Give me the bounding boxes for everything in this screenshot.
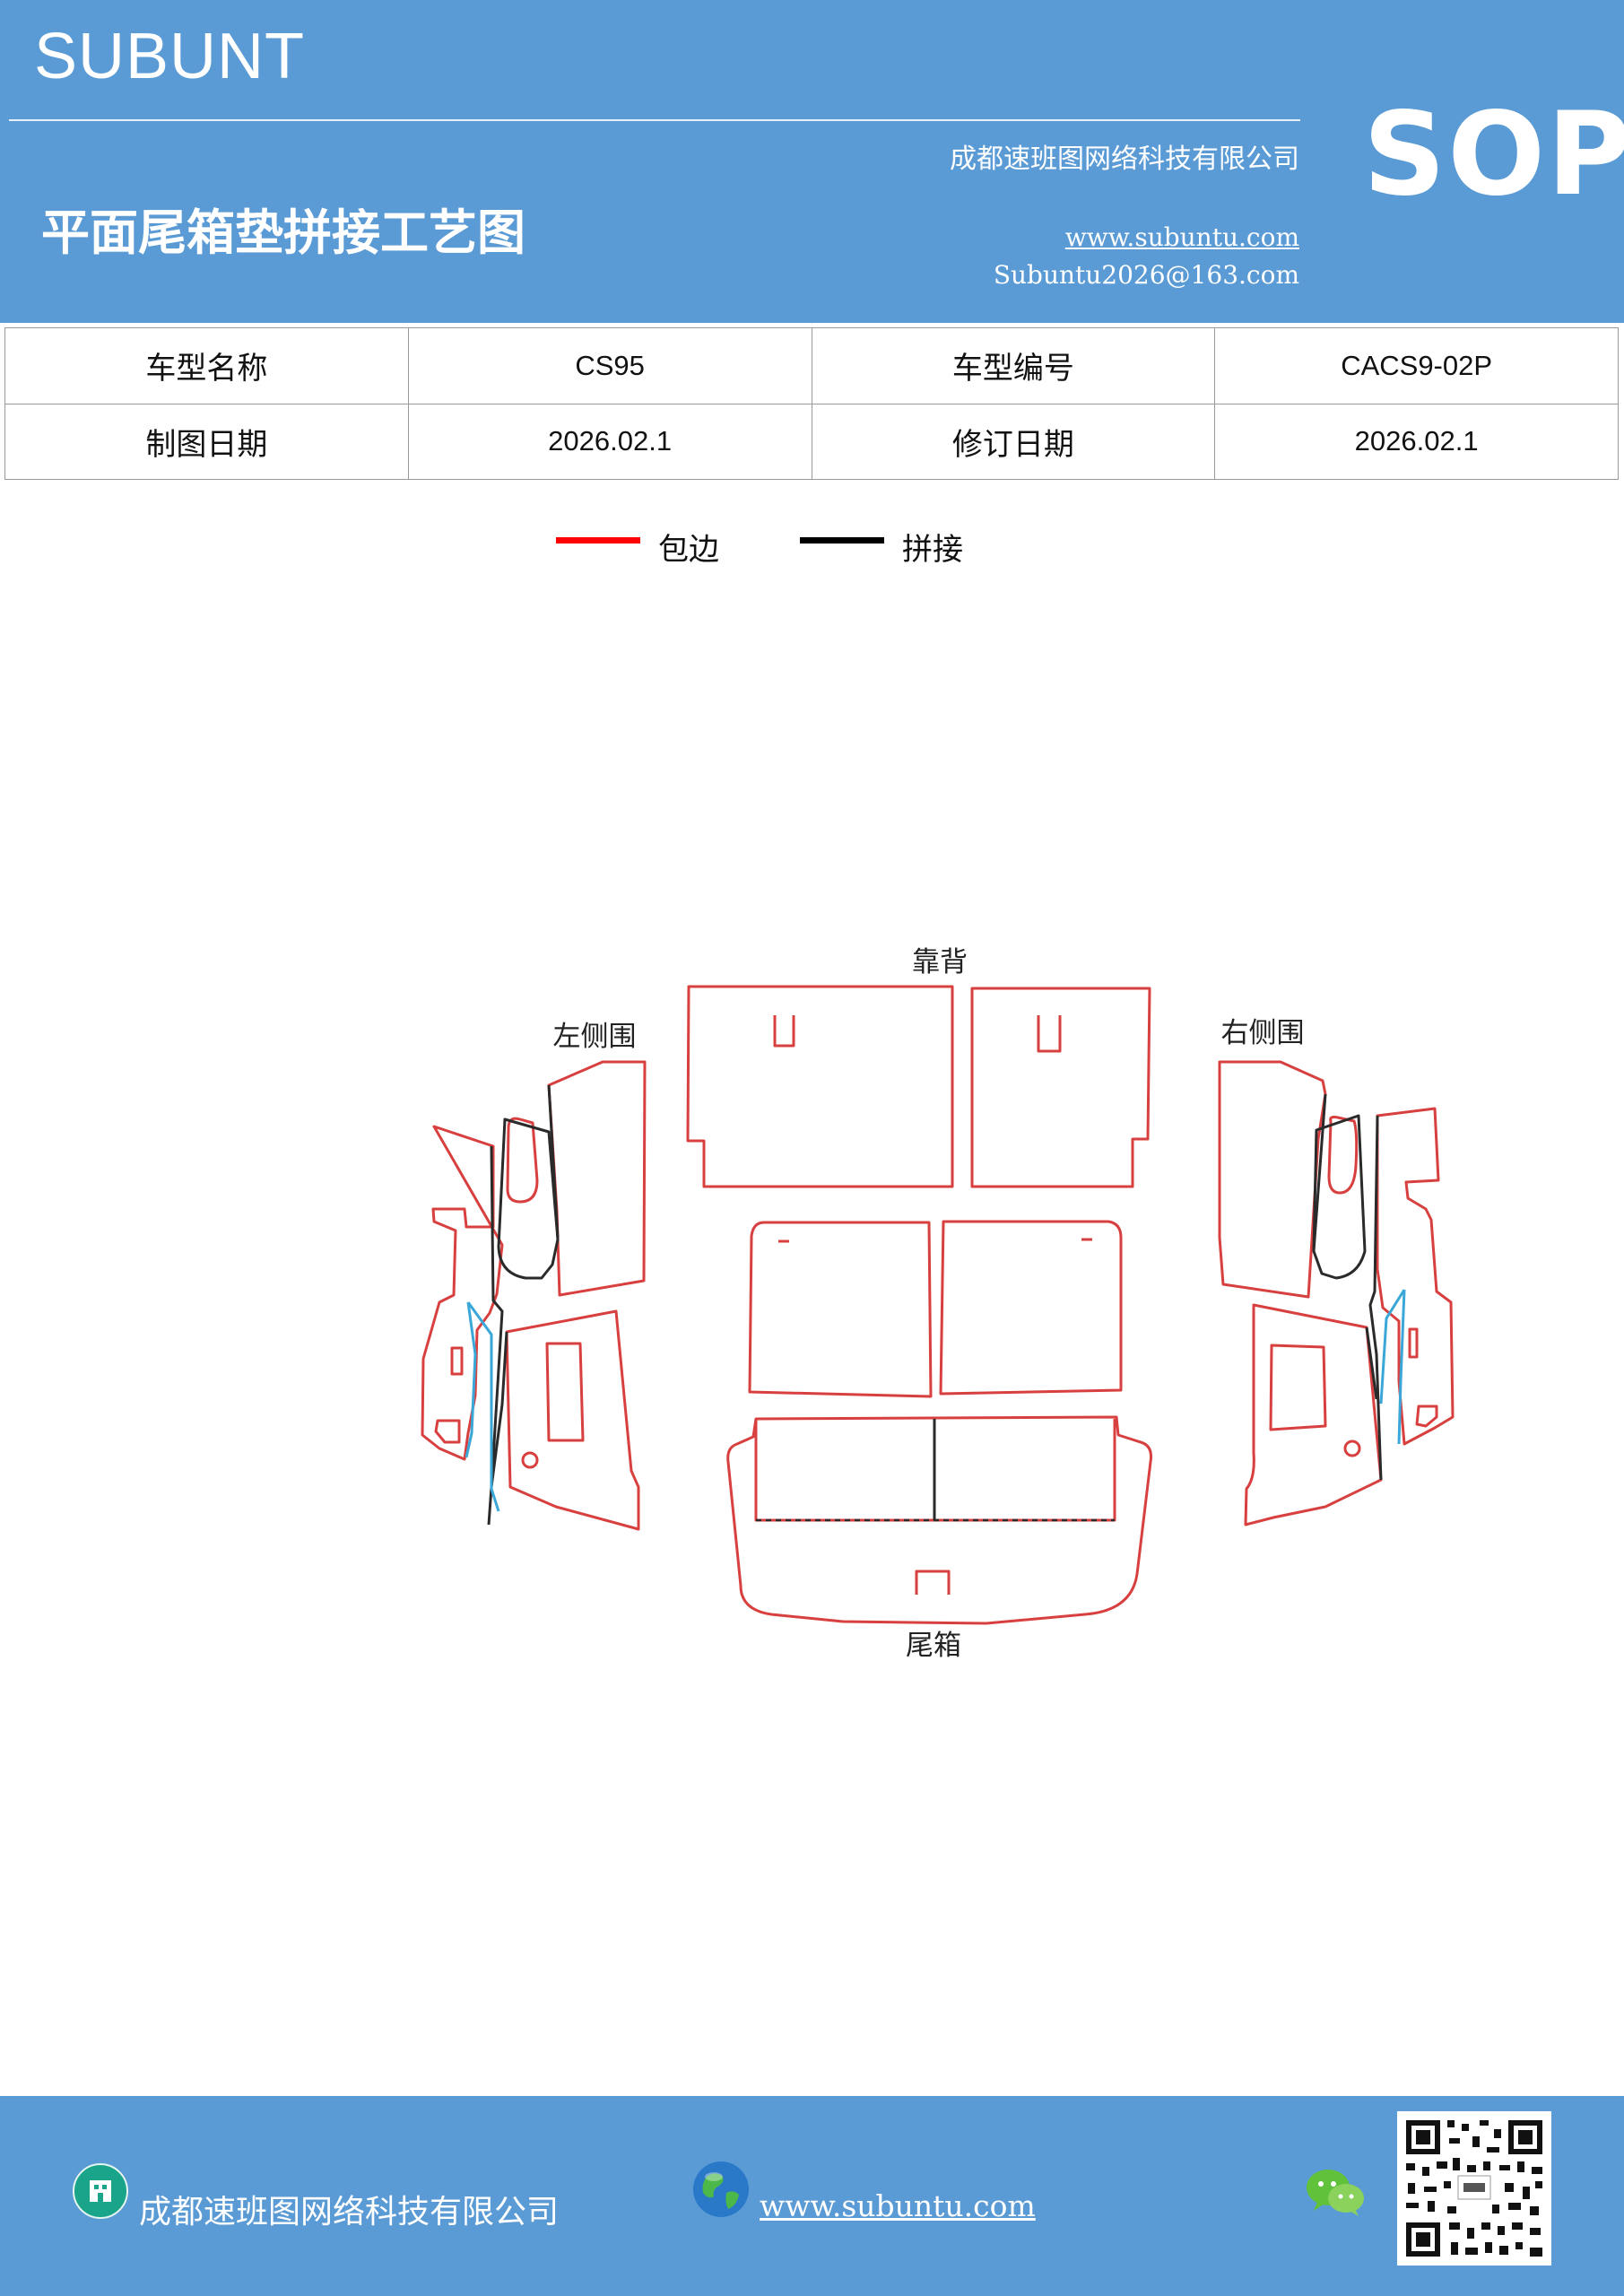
header-email: Subuntu2026@163.com	[993, 260, 1299, 290]
legend: 包边 拼接	[0, 525, 1624, 570]
page-title: 平面尾箱垫拼接工艺图	[41, 204, 525, 261]
brand-name: SUBUNT	[34, 21, 306, 92]
right-side-notch	[1415, 1405, 1438, 1428]
globe-icon	[693, 2161, 749, 2217]
header-company: 成都速班图网络科技有限公司	[950, 144, 1299, 175]
right-accent-edge	[1379, 1289, 1406, 1445]
legend-edge-label: 包边	[658, 532, 719, 568]
right-seam-4	[1365, 1326, 1378, 1400]
left-lower-cutout	[545, 1342, 585, 1442]
model-name-label: 车型名称	[4, 327, 409, 404]
right-lower-cutout	[1269, 1344, 1327, 1431]
right-seam-1	[1312, 1114, 1367, 1280]
right-side-vent	[1408, 1327, 1419, 1359]
right-seam-2	[1312, 1093, 1327, 1252]
sop-badge: SOP	[1363, 88, 1624, 222]
backrest-label: 靠背	[912, 946, 968, 978]
backrest-left-panel	[686, 985, 954, 1188]
revision-date-value: 2026.02.1	[1214, 403, 1619, 480]
left-seam-3	[487, 1145, 504, 1526]
trunk-mat-diagram: 靠背 左侧围 右侧围 尾箱	[421, 946, 1455, 1662]
table-row: 车型名称 CS95 车型编号 CACS9-02P	[4, 327, 1619, 404]
floor-left-panel	[748, 1221, 933, 1398]
header-banner: SUBUNT 成都速班图网络科技有限公司 平面尾箱垫拼接工艺图 www.subu…	[0, 0, 1624, 323]
backrest-right-slot	[1037, 1015, 1062, 1053]
table-row: 制图日期 2026.02.1 修订日期 2026.02.1	[4, 403, 1619, 480]
trunk-slot	[915, 1570, 951, 1595]
left-seam-4	[490, 1331, 508, 1488]
footer-banner: 成都速班图网络科技有限公司 www.subuntu.com	[0, 2096, 1624, 2296]
left-side-notch	[434, 1419, 461, 1444]
left-seam-2	[547, 1084, 560, 1239]
backrest-left-slot	[773, 1015, 795, 1048]
left-side-label: 左侧围	[553, 1021, 637, 1053]
legend-edge-swatch	[556, 537, 640, 544]
footer-website-link[interactable]: www.subuntu.com	[760, 2188, 1036, 2223]
left-seam-1	[497, 1118, 560, 1280]
right-pocket-inner	[1327, 1116, 1359, 1195]
model-code-label: 车型编号	[811, 327, 1216, 404]
trunk-panel	[726, 1415, 1152, 1625]
draw-date-label: 制图日期	[4, 403, 409, 480]
model-code-value: CACS9-02P	[1214, 327, 1619, 404]
left-pocket-inner	[506, 1117, 539, 1204]
vehicle-info-table: 车型名称 CS95 车型编号 CACS9-02P 制图日期 2026.02.1 …	[4, 327, 1619, 480]
header-website-link[interactable]: www.subuntu.com	[1064, 222, 1299, 252]
right-side-label: 右侧围	[1221, 1017, 1305, 1049]
model-name-value: CS95	[407, 327, 812, 404]
left-lower-hole	[521, 1451, 539, 1469]
legend-seam-swatch	[800, 537, 884, 544]
right-lower-panel	[1244, 1303, 1383, 1526]
backrest-right-panel	[970, 987, 1151, 1188]
left-side-outer-panel	[421, 1125, 504, 1461]
left-lower-panel	[505, 1309, 640, 1531]
right-lower-hole	[1343, 1439, 1361, 1457]
left-accent-edge	[465, 1301, 500, 1512]
draw-date-value: 2026.02.1	[407, 403, 812, 480]
left-upper-panel	[547, 1060, 647, 1297]
building-icon	[73, 2163, 128, 2219]
footer-company: 成都速班图网络科技有限公司	[139, 2194, 560, 2231]
floor-right-panel	[939, 1220, 1123, 1396]
header-divider	[9, 119, 1300, 121]
qr-code	[1397, 2111, 1551, 2266]
wechat-icon[interactable]	[1305, 2166, 1366, 2218]
legend-seam-label: 拼接	[902, 532, 963, 568]
left-side-vent	[450, 1346, 464, 1376]
revision-date-label: 修订日期	[811, 403, 1216, 480]
trunk-label: 尾箱	[906, 1630, 961, 1662]
right-upper-panel	[1218, 1060, 1327, 1299]
right-seam-3	[1368, 1115, 1383, 1481]
right-side-outer-panel	[1376, 1107, 1455, 1446]
